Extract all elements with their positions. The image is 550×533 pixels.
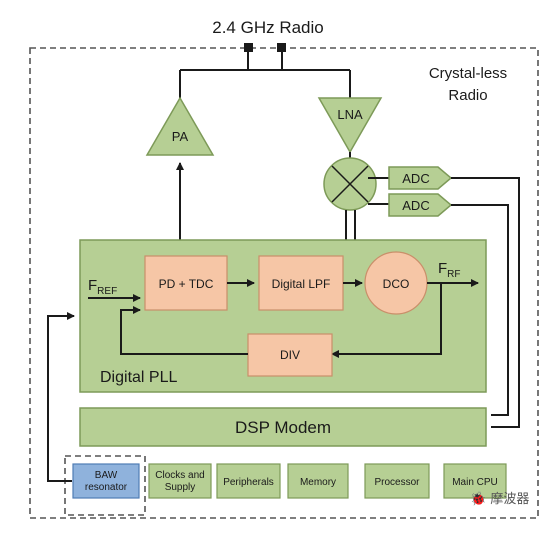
feedback-to-div: [331, 283, 442, 358]
dsp-modem-label: DSP Modem: [235, 418, 331, 437]
main-cpu-label: Main CPU: [452, 477, 498, 488]
div-block: [247, 333, 333, 377]
main-cpu-block: [443, 463, 507, 499]
processor-block: [364, 463, 430, 499]
digital-lpf-label: Digital LPF: [272, 277, 331, 291]
adc-2: [388, 193, 453, 217]
mixer: [323, 157, 377, 211]
adc-1: [388, 166, 453, 190]
adc2-to-dsp: [451, 204, 509, 416]
frf-label: FRF: [438, 260, 461, 280]
memory-label: Memory: [300, 477, 336, 488]
dsp-modem-block: [79, 407, 487, 447]
adc1-to-dsp: [451, 177, 520, 428]
pd-tdc-label: PD + TDC: [159, 277, 214, 291]
digital-pll-title: Digital PLL: [100, 369, 177, 386]
clocks-and-supply-label: Supply: [165, 482, 196, 493]
corner-label-line2: Radio: [448, 87, 487, 104]
lna-amplifier: [317, 97, 383, 154]
peripherals-block: [216, 463, 281, 499]
pa-amplifier: [145, 96, 215, 156]
div-to-pd-arrow: [120, 306, 248, 355]
diagram-title: 2.4 GHz Radio: [212, 18, 324, 37]
clocks-and-supply-label: Clocks and: [155, 470, 204, 481]
dco-label: DCO: [383, 277, 410, 291]
clocks-and-supply-block: [148, 463, 212, 499]
memory-block: [287, 463, 349, 499]
div-label: DIV: [280, 348, 300, 362]
pd-tdc-block: [144, 255, 228, 311]
peripherals-label: Peripherals: [223, 477, 274, 488]
baw-to-fref-arrow: [47, 312, 75, 482]
baw-dashed-boundary: [64, 455, 146, 516]
antenna-connection: [179, 43, 351, 98]
baw-resonator-label: resonator: [85, 482, 128, 493]
baw-resonator-label: BAW: [95, 470, 118, 481]
adc-2-label: ADC: [402, 198, 429, 213]
processor-label: Processor: [374, 477, 420, 488]
fref-label: FREF: [88, 277, 117, 297]
corner-label-line1: Crystal-less: [429, 65, 507, 82]
digital-lpf-block: [258, 255, 344, 311]
baw-resonator-block: [72, 463, 140, 499]
watermark: 🐞 摩波器: [470, 492, 530, 507]
pa-label: PA: [172, 129, 189, 144]
lna-label: LNA: [337, 107, 363, 122]
adc-1-label: ADC: [402, 171, 429, 186]
